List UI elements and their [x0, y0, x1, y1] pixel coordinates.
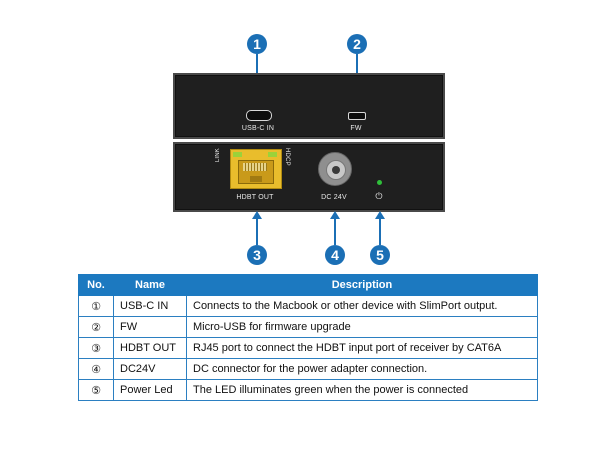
table-row: ③ HDBT OUT RJ45 port to connect the HDBT…: [78, 337, 538, 359]
row-no: ③: [78, 337, 114, 359]
callout-2: 2: [347, 34, 367, 54]
callout-5-arrow: [375, 211, 385, 219]
dc-jack: [318, 152, 352, 186]
row-description: The LED illuminates green when the power…: [186, 379, 538, 401]
dc-24v-label: DC 24V: [321, 194, 347, 201]
bottom-panel: LINK HDCP HDBT OUT DC 24V ⏻: [173, 142, 445, 212]
top-panel: USB-C IN FW: [173, 73, 445, 139]
usb-c-port: [246, 110, 272, 121]
table-row: ④ DC24V DC connector for the power adapt…: [78, 358, 538, 380]
row-no: ④: [78, 358, 114, 380]
callout-5: 5: [370, 245, 390, 265]
fw-label: FW: [350, 125, 362, 132]
table-row: ② FW Micro-USB for firmware upgrade: [78, 316, 538, 338]
hdbt-out-label: HDBT OUT: [236, 194, 274, 201]
power-icon: ⏻: [375, 191, 383, 201]
row-description: Micro-USB for firmware upgrade: [186, 316, 538, 338]
power-led: [377, 180, 382, 185]
row-name: DC24V: [113, 358, 187, 380]
row-name: Power Led: [113, 379, 187, 401]
row-description: Connects to the Macbook or other device …: [186, 295, 538, 317]
row-name: HDBT OUT: [113, 337, 187, 359]
header-name: Name: [113, 274, 187, 296]
row-description: DC connector for the power adapter conne…: [186, 358, 538, 380]
callout-5-line: [379, 219, 381, 245]
table-row: ① USB-C IN Connects to the Macbook or ot…: [78, 295, 538, 317]
row-no: ⑤: [78, 379, 114, 401]
rj45-socket: [238, 160, 274, 184]
table-header-row: No. Name Description: [78, 274, 538, 296]
callout-3-arrow: [252, 211, 262, 219]
table-row: ⑤ Power Led The LED illuminates green wh…: [78, 379, 538, 401]
header-no: No.: [78, 274, 114, 296]
row-no: ①: [78, 295, 114, 317]
callout-4-line: [334, 219, 336, 245]
row-description: RJ45 port to connect the HDBT input port…: [186, 337, 538, 359]
row-name: USB-C IN: [113, 295, 187, 317]
row-no: ②: [78, 316, 114, 338]
callout-1: 1: [247, 34, 267, 54]
callout-3: 3: [247, 245, 267, 265]
usb-c-label: USB-C IN: [241, 125, 275, 132]
hdcp-label: HDCP: [284, 148, 290, 166]
spec-table: No. Name Description ① USB-C IN Connects…: [78, 274, 538, 401]
rj45-port: [230, 149, 282, 189]
rj45-pins: [243, 163, 267, 171]
callout-4-arrow: [330, 211, 340, 219]
hdcp-led: [268, 152, 277, 157]
callout-4: 4: [325, 245, 345, 265]
link-label: LINK: [215, 148, 221, 163]
header-description: Description: [186, 274, 538, 296]
micro-usb-port: [348, 112, 366, 120]
rj45-latch: [250, 176, 262, 182]
callout-3-line: [256, 219, 258, 245]
row-name: FW: [113, 316, 187, 338]
link-led: [233, 152, 242, 157]
